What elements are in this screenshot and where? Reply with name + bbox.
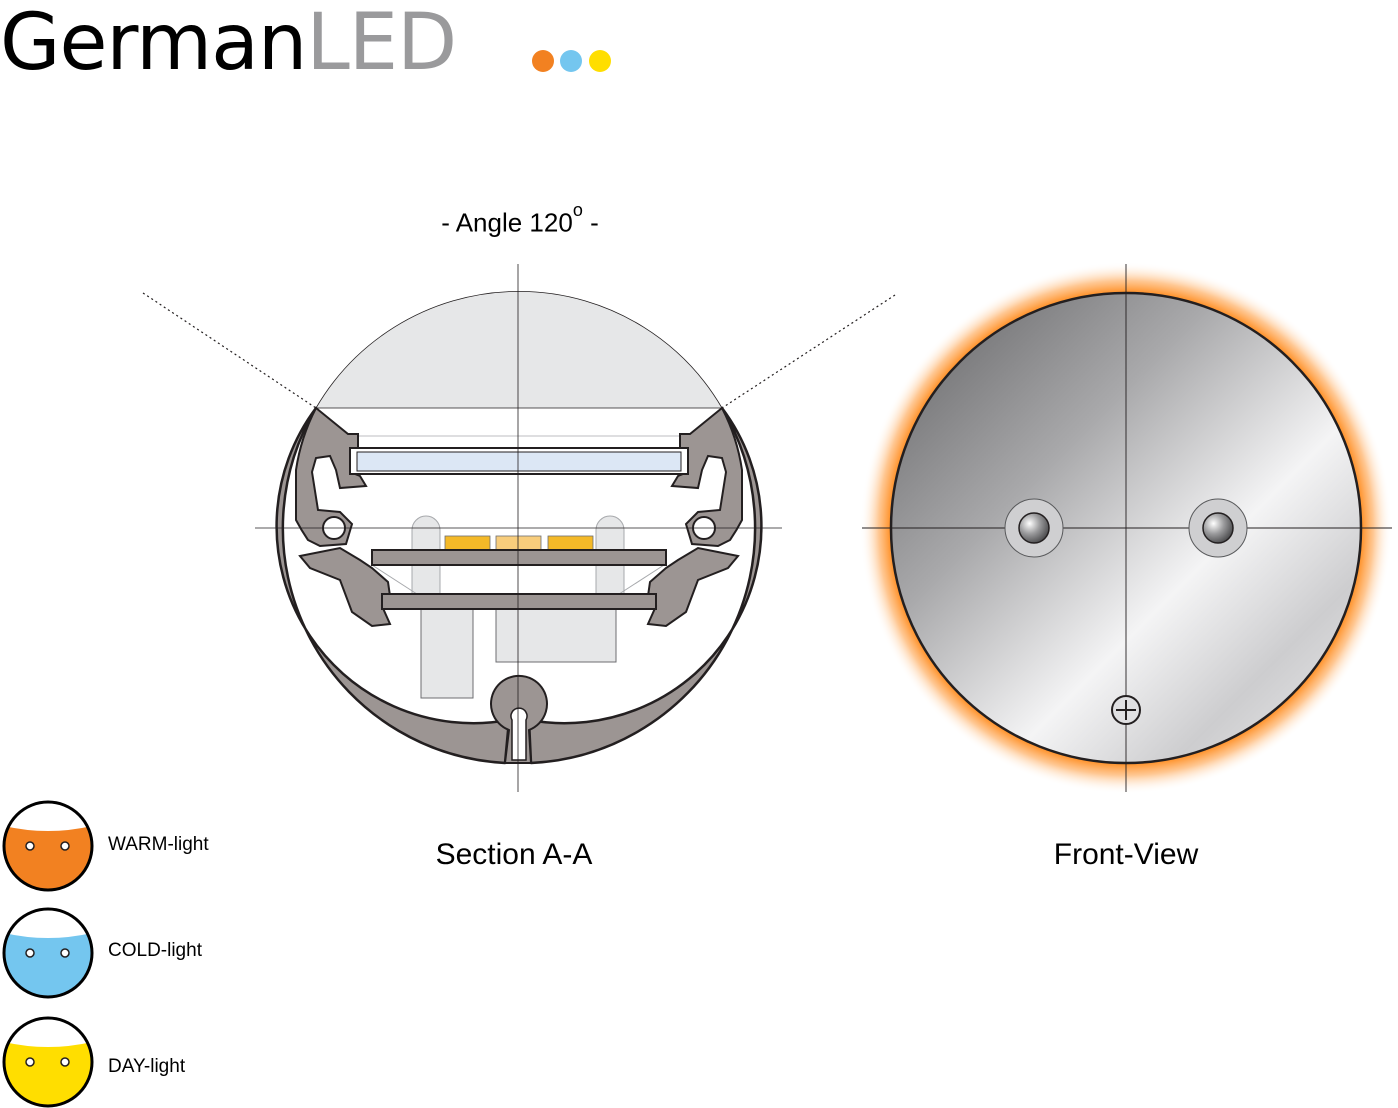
warm-light-icon: [2, 800, 94, 892]
pcb-upper: [371, 549, 667, 566]
screw-icon: [1111, 695, 1141, 725]
logo-dot-day: [589, 50, 611, 72]
mount-hole-right: [1188, 498, 1248, 558]
legend-label-warm: WARM-light: [108, 834, 209, 855]
day-light-icon: [2, 1016, 94, 1108]
led-chip-right: [547, 535, 594, 551]
legend-label-day: DAY-light: [108, 1056, 186, 1077]
led-chip-left: [444, 535, 491, 551]
beam-angle-label: - Angle 120o -: [441, 200, 599, 238]
section-caption: Section A-A: [435, 838, 593, 871]
beam-line-right: [721, 294, 896, 409]
connector-left: [420, 599, 474, 699]
logo-dot-warm: [532, 50, 554, 72]
pcb-lower: [381, 593, 657, 610]
mount-hole-left: [1004, 498, 1064, 558]
section-view: [142, 264, 896, 792]
brand-logo: GermanLED: [0, 0, 457, 88]
led-chip-center: [495, 535, 542, 551]
logo-text-led: LED: [306, 0, 457, 88]
logo-text-german: German: [0, 0, 307, 88]
logo-dot-cold: [560, 50, 582, 72]
connector-center: [495, 599, 617, 663]
legend-label-cold: COLD-light: [108, 940, 202, 961]
beam-line-left: [142, 292, 317, 409]
light-dome: [315, 291, 723, 409]
front-view: [860, 262, 1392, 794]
front-view-caption: Front-View: [1053, 838, 1199, 871]
cold-light-icon: [2, 907, 94, 999]
